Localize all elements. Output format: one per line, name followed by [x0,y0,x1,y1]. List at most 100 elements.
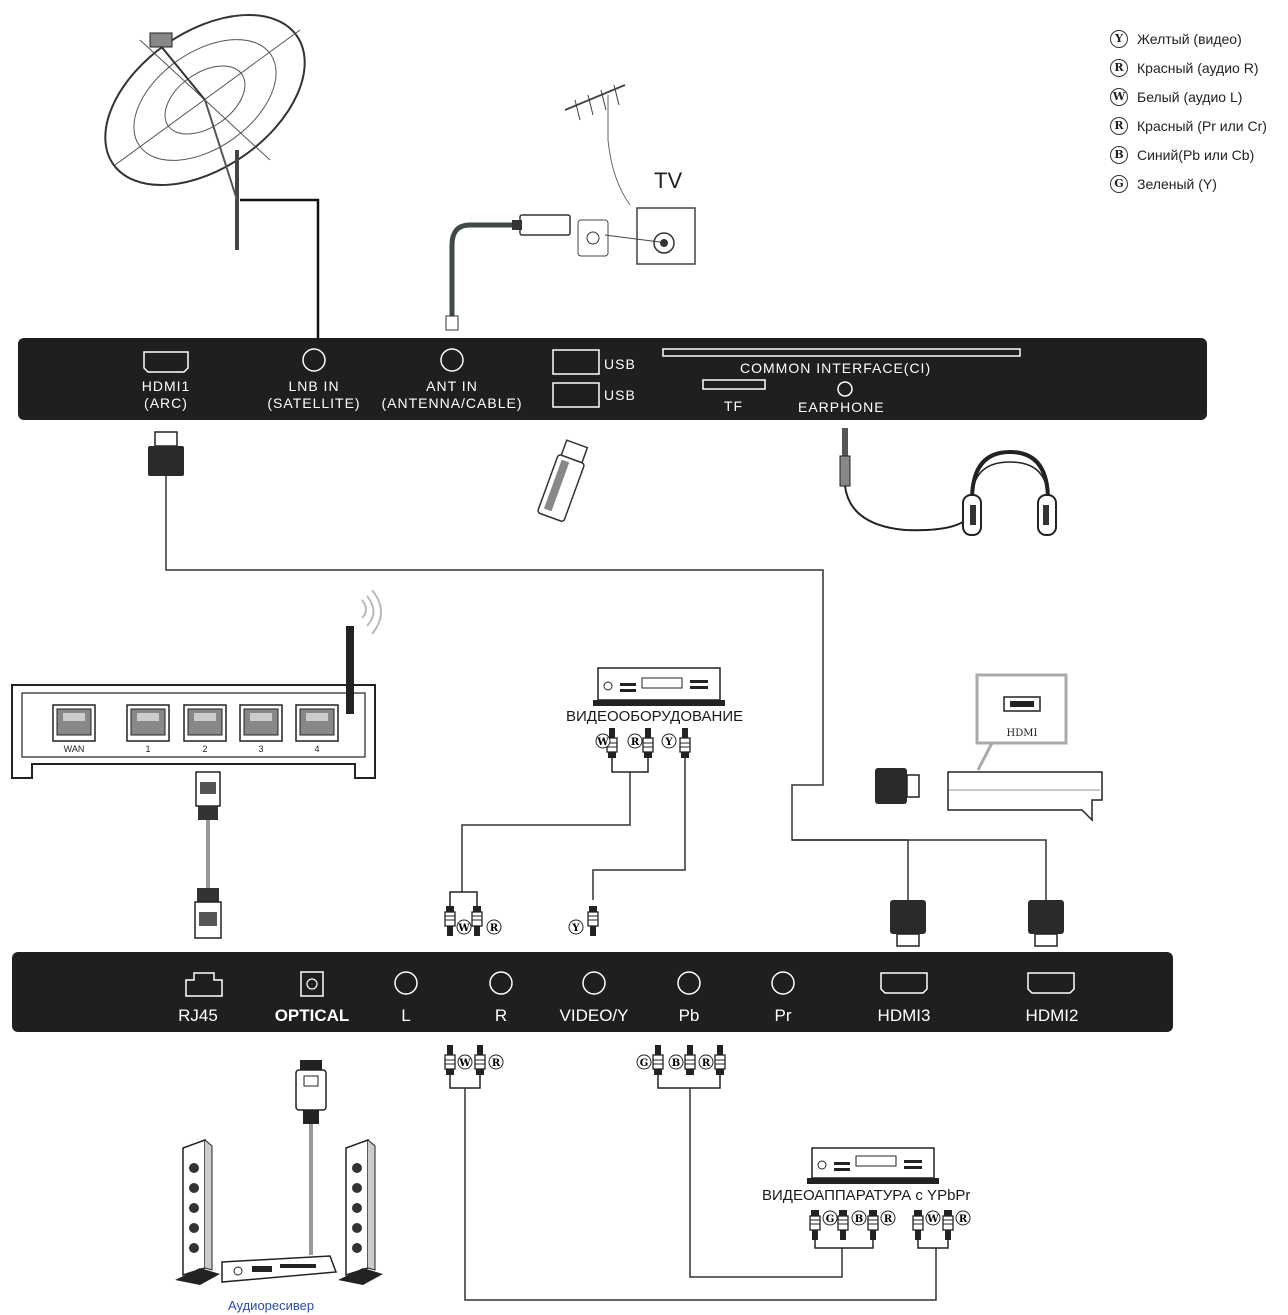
hdmi3-port[interactable] [880,972,928,994]
ci-label: COMMON INTERFACE(CI) [740,360,932,376]
headphones-icon [839,428,1057,536]
pb-port[interactable] [677,971,701,995]
svg-text:G: G [640,1058,649,1069]
optical-label: OPTICAL [274,1006,350,1025]
legend-item: G Зеленый (Y) [1110,169,1288,198]
lnb-sublabel: (SATELLITE) [267,395,361,411]
tv-antenna-icon [564,84,631,206]
ypbpr-player-icon [807,1147,939,1184]
legend-badge: R [1110,58,1128,77]
lnb-label: LNB IN [288,378,340,394]
audio-receiver-icon [175,1138,383,1285]
legend-text: Синий(Pb или Cb) [1137,146,1255,163]
earphone-port[interactable] [837,381,853,397]
rj45-label: RJ45 [178,1006,218,1025]
hdmi2-label: HDMI2 [1025,1006,1079,1025]
antenna-cable [445,214,571,331]
tv-side-panel [18,338,1207,420]
usb2-label: USB [604,387,636,403]
router-port-2-label: 2 [202,744,207,754]
legend-item: Y Желтый (видео) [1110,24,1288,53]
hdmi-cable-branch [792,839,1047,900]
tv-label: TV [654,168,683,193]
component-rca-plugs [652,1044,843,1278]
svg-text:G: G [826,1214,835,1225]
video-y-label: VIDEO/Y [559,1006,629,1025]
audio-r-label: R [494,1006,508,1025]
audio-l-port[interactable] [394,971,418,995]
svg-text:R: R [702,1058,711,1069]
hdmi2-port[interactable] [1027,972,1075,994]
color-legend: Y Желтый (видео) R Красный (аудио R) W Белы… [1110,24,1288,198]
router-icon [11,589,382,779]
legend-badge: R [1110,116,1128,135]
legend-item: W Белый (аудио L) [1110,82,1288,111]
svg-text:W: W [457,923,470,934]
hdmi3-label: HDMI3 [877,1006,931,1025]
hdmi-device-icon [875,673,1103,822]
audio-l-label: L [401,1006,411,1025]
legend-item: R Красный (Pr или Cr) [1110,111,1288,140]
svg-text:Y: Y [571,923,580,934]
hdmi-plugs [890,900,1064,947]
ant-sublabel: (ANTENNA/CABLE) [381,395,523,411]
ypbpr-equipment-label: ВИДЕОАППАРАТУРА с YPbPr [762,1187,971,1204]
wall-antenna-outlet-icon [577,207,696,265]
tf-label: TF [724,398,744,414]
usb1-port[interactable] [552,349,600,375]
pr-port[interactable] [771,971,795,995]
hdmi-box-label: HDMI [1007,728,1038,739]
router-port-3-label: 3 [258,744,263,754]
svg-text:B: B [855,1214,863,1225]
ant-label: ANT IN [426,378,478,394]
legend-badge: G [1110,174,1128,193]
svg-text:W: W [458,1058,471,1069]
network-cable [194,771,222,939]
usb-stick-icon [537,439,589,522]
legend-text: Белый (аудио L) [1137,88,1243,105]
svg-text:W: W [926,1214,939,1225]
tf-slot[interactable] [702,379,766,390]
legend-item: B Синий(Pb или Cb) [1110,140,1288,169]
pb-label: Pb [678,1006,700,1025]
video-y-port[interactable] [582,971,606,995]
svg-text:R: R [959,1214,968,1225]
usb1-label: USB [604,356,636,372]
svg-text:B: B [672,1058,680,1069]
usb2-port[interactable] [552,382,600,408]
plug-marks: W R Y W R Y W R G B R G B R W R [456,733,971,1226]
ant-in-port[interactable] [440,348,464,372]
earphone-label: EARPHONE [798,399,885,415]
ci-slot[interactable] [662,348,1021,357]
svg-text:W: W [596,737,609,748]
router-port-wan-label: WAN [64,744,85,754]
video-rca-plugs [444,727,691,937]
svg-text:R: R [492,1058,501,1069]
satellite-dish-icon [104,13,306,250]
audio-rca-plugs [444,1044,937,1301]
ypbpr-rca-plugs [809,1209,954,1249]
legend-text: Красный (аудио R) [1137,59,1259,76]
router-port-4-label: 4 [314,744,319,754]
video-player-icon [593,667,725,706]
hdmi1-port[interactable] [143,351,189,373]
legend-badge: B [1110,145,1128,164]
router-port-1-label: 1 [145,744,150,754]
svg-text:R: R [490,923,499,934]
svg-text:R: R [884,1214,893,1225]
svg-text:R: R [631,737,640,748]
legend-badge: W [1110,87,1128,106]
rj45-port[interactable] [185,972,223,997]
legend-badge: Y [1110,29,1128,48]
legend-item: R Красный (аудио R) [1110,53,1288,82]
hdmi-plug-icon [148,431,184,476]
audio-r-port[interactable] [489,971,513,995]
legend-text: Желтый (видео) [1137,30,1242,47]
optical-cable [295,1060,327,1255]
lnb-in-port[interactable] [302,348,326,372]
hdmi1-sublabel: (ARC) [144,395,188,411]
svg-text:Y: Y [664,737,673,748]
optical-port[interactable] [300,971,324,997]
legend-text: Зеленый (Y) [1137,175,1217,192]
legend-text: Красный (Pr или Cr) [1137,117,1267,134]
